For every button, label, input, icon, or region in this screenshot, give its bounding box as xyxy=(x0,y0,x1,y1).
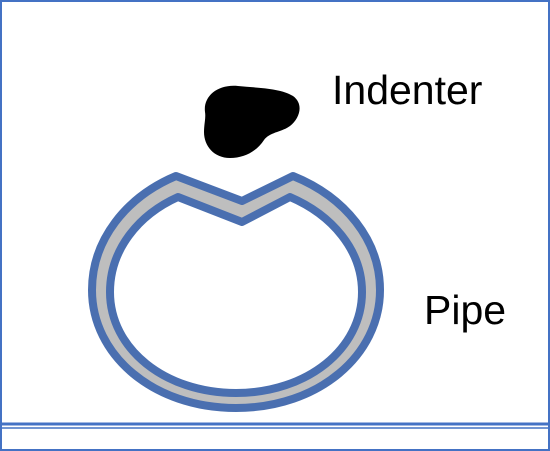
pipe-inner-bore xyxy=(106,193,366,397)
pipe-label: Pipe xyxy=(424,287,506,333)
indenter-label: Indenter xyxy=(332,67,482,113)
indenter-shape xyxy=(204,85,300,158)
ground-line xyxy=(2,422,548,429)
